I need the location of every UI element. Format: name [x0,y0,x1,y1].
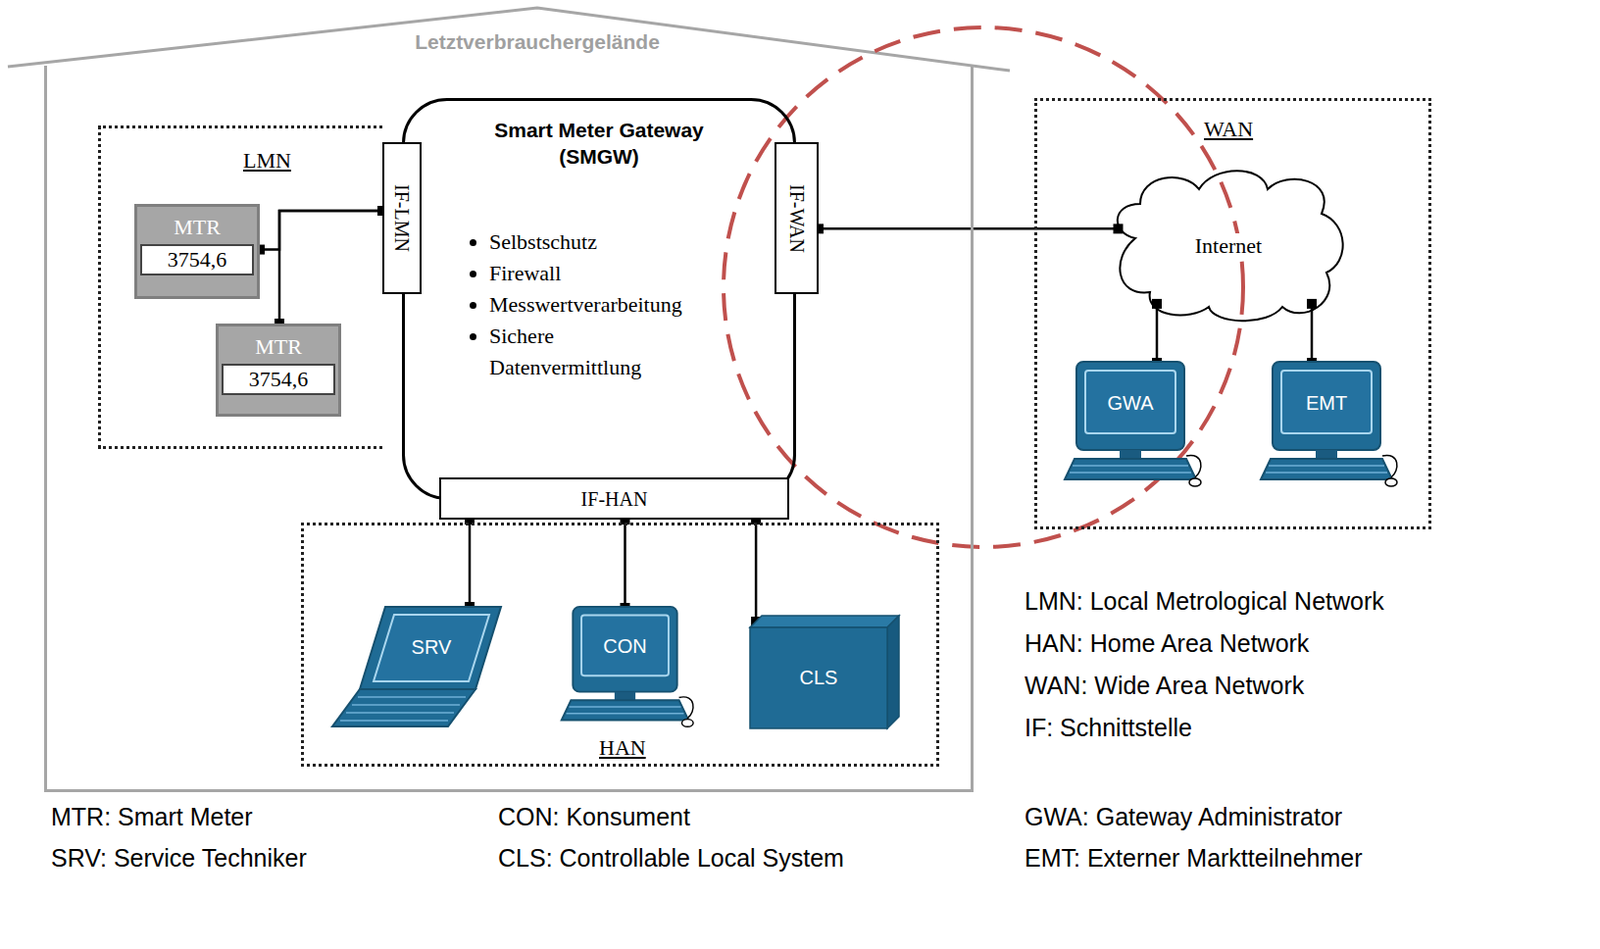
computer-icon: EMT [1252,357,1400,496]
icon-part [566,706,685,714]
icon-part [340,697,466,721]
legend-text: IF: Schnittstelle [1024,712,1193,743]
icon-part [1260,458,1393,480]
legend-text: CLS: Controllable Local System [498,843,845,873]
device-label: CLS [800,665,839,690]
site-title: Letztverbrauchergelände [103,29,971,55]
device-label: EMT [1305,391,1348,415]
computer-icon: GWA [1056,357,1204,496]
interface-label: IF-HAN [581,487,649,511]
feature-list: SelbstschutzFirewallMesswertverarbeitung… [404,226,700,384]
meter-value: 3754,6 [140,244,254,276]
region-label: LMN [243,148,292,174]
site-house: LetztverbrauchergeländeLMNMTR3754,6MTR37… [44,65,974,793]
icon-part [682,719,695,728]
legend-text: WAN: Wide Area Network [1024,670,1304,700]
connector-line [623,519,627,608]
legend-text: GWA: Gateway Administrator [1024,801,1343,832]
icon-part [1189,478,1201,487]
internet-cloud: Internet [1105,164,1351,327]
icon-part [679,697,694,719]
meter-name: MTR [254,334,302,360]
icon-part [1272,361,1381,450]
feature-item: Sichere Datenvermittlung [489,320,700,384]
smart-meter: MTR 3754,6 [134,203,260,300]
computer-icon-drawing [1056,357,1204,496]
icon-part [750,627,888,729]
gateway-title: Smart Meter Gateway (SMGW) [491,116,707,170]
roof-line [7,7,1010,71]
connector [274,205,388,329]
icon-part [887,615,900,729]
focus-circle [723,27,1244,548]
interface-box: IF-LMN [382,142,422,295]
meter-name: MTR [173,214,221,241]
icon-part [1085,370,1176,434]
port-square [1306,299,1317,309]
gateway-box: Smart Meter Gateway (SMGW) SelbstschutzFi… [401,98,797,500]
feature-item: Firewall [489,257,700,290]
icon-part [1076,361,1185,450]
icon-part [1265,465,1388,473]
icon-part [1382,454,1398,478]
interface-box: IF-HAN [439,477,790,520]
connector-line [818,227,1119,231]
icon-part [1315,450,1338,459]
feature-item: Selbstschutz [489,226,700,258]
icon-part [581,615,669,677]
icon-part [1186,454,1201,478]
connector [813,223,1124,234]
connector-line [279,210,383,324]
lmn-region: LMNMTR3754,6MTR3754,6 [98,125,383,450]
connector [620,514,631,613]
device-box: CLS [750,615,900,729]
legend-text: SRV: Service Techniker [50,843,307,873]
interface-box: IF-WAN [774,142,819,295]
icon-part [332,689,476,727]
device-label: GWA [1106,391,1153,415]
icon-part [1064,458,1197,480]
interface-label: IF-WAN [786,184,808,253]
cloud-label: Internet [1193,233,1264,259]
wan-region: WAN InternetGWA EMT [1034,98,1432,530]
legend-text: MTR: Smart Meter [50,801,253,832]
computer-icon-drawing [1252,357,1400,496]
connector-line [754,519,758,622]
region-label: HAN [599,735,647,761]
meter-value: 3754,6 [221,363,336,396]
smart-meter: MTR 3754,6 [215,323,342,417]
connector [254,205,388,255]
computer-icon: CON [553,602,697,736]
connector [464,514,475,612]
connector-line [468,519,472,607]
laptop-icon: SRV [328,602,505,731]
laptop-icon-drawing [328,602,505,731]
icon-part [1281,370,1372,434]
icon-part [1117,170,1344,321]
icon-part [359,606,501,690]
icon-part [1119,450,1142,459]
icon-part [572,606,677,693]
icon-part [614,692,636,701]
icon-part [1385,478,1398,487]
legend-text: HAN: Home Area Network [1024,628,1309,658]
legend-text: LMN: Local Metrological Network [1024,586,1385,616]
device-label: CON [602,634,647,658]
icon-part [561,700,690,720]
computer-icon-drawing [553,602,697,736]
region-label: WAN [1203,116,1253,143]
han-region: HAN SRV CON CLS [300,522,940,767]
connector-line [1310,303,1314,363]
legend-text: CON: Konsument [498,801,691,832]
legend-text: EMT: Externer Marktteilnehmer [1024,843,1363,873]
icon-part [750,615,900,628]
feature-item: Messwertverarbeitung [489,289,700,321]
icon-part [373,614,490,682]
connector-line [1155,303,1159,363]
device-label: SRV [411,635,452,659]
icon-part [1069,465,1192,473]
interface-label: IF-LMN [391,184,413,252]
connector [750,514,761,627]
